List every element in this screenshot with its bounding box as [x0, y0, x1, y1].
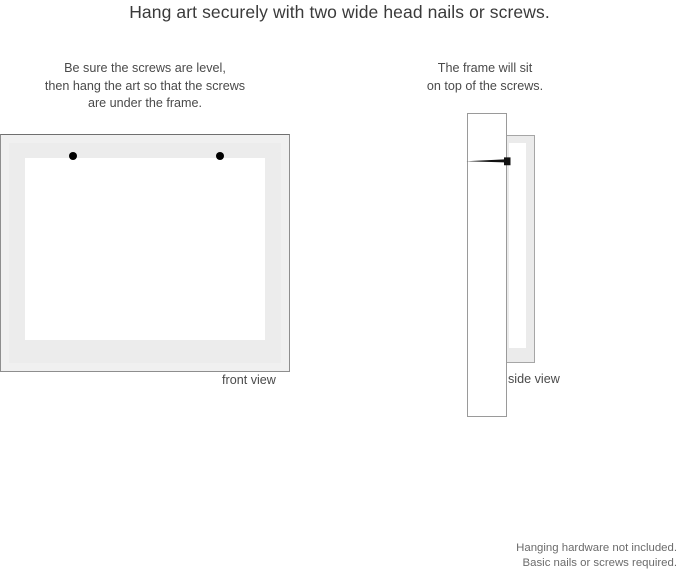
left-screw-icon — [69, 152, 77, 160]
picture-frame-outer — [0, 134, 290, 372]
frame-cross-section-inner — [509, 143, 526, 348]
picture-frame-artwork — [25, 158, 265, 340]
front-view-label: front view — [222, 373, 276, 387]
right-screw-icon — [216, 152, 224, 160]
picture-frame-mat — [9, 143, 281, 363]
side-view-label: side view — [508, 372, 560, 386]
page-title: Hang art securely with two wide head nai… — [129, 2, 550, 22]
side-view-diagram — [455, 105, 575, 425]
front-view-diagram — [0, 134, 290, 372]
front-view-caption-line-1: Be sure the screws are level, — [64, 61, 226, 75]
front-view-caption: Be sure the screws are level, then hang … — [0, 60, 290, 113]
footer-disclaimer-line-2: Basic nails or screws required. — [522, 557, 677, 569]
side-view-caption: The frame will sit on top of the screws. — [395, 60, 575, 95]
footer-disclaimer: Hanging hardware not included. Basic nai… — [516, 541, 677, 571]
footer-disclaimer-line-1: Hanging hardware not included. — [516, 542, 677, 554]
nail-icon — [466, 157, 511, 166]
front-view-caption-line-2: then hang the art so that the screws — [44, 78, 246, 93]
side-view-caption-line-2: on top of the screws. — [426, 78, 544, 93]
wall-cross-section — [467, 113, 507, 417]
frame-cross-section — [505, 135, 535, 363]
side-view-caption-line-1: The frame will sit — [437, 61, 533, 75]
front-view-caption-line-3: are under the frame. — [87, 96, 203, 110]
